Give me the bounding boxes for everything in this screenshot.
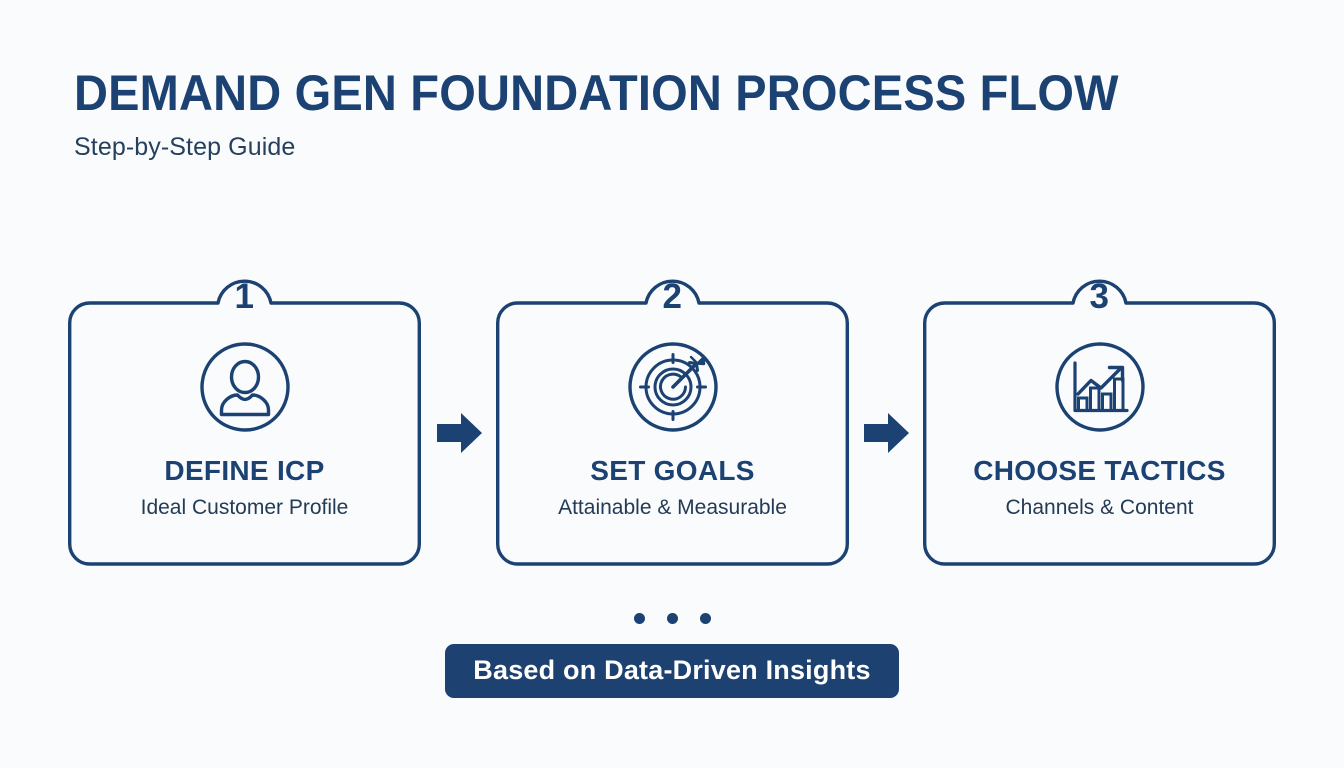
page-header: DEMAND GEN FOUNDATION PROCESS FLOW Step-… <box>74 68 1224 162</box>
dot-icon <box>633 613 645 624</box>
footer-banner-wrap: Based on Data-Driven Insights <box>0 644 1344 699</box>
process-flow: 1 DEFINE ICP Ideal Customer Profile 2 <box>0 279 1344 585</box>
step-subtitle: Attainable & Measurable <box>558 496 787 519</box>
flow-connector-2 <box>864 412 910 454</box>
step-card-3[interactable]: 3 CHOOSE TACTICS Channels & Content <box>923 279 1276 566</box>
step-number-badge: 2 <box>662 277 683 316</box>
person-icon <box>199 341 291 433</box>
step-title: DEFINE ICP <box>164 455 325 486</box>
step-card-1[interactable]: 1 DEFINE ICP Ideal Customer Profile <box>68 279 421 566</box>
arrow-right-icon <box>437 413 482 453</box>
step-subtitle: Channels & Content <box>1005 496 1194 519</box>
step-number-badge: 1 <box>234 277 255 316</box>
step-card-outline <box>923 279 1276 566</box>
step-card-outline <box>496 279 849 566</box>
flow-connector-1 <box>437 412 483 454</box>
step-title: CHOOSE TACTICS <box>973 455 1226 486</box>
footer-banner: Based on Data-Driven Insights <box>445 644 899 699</box>
target-icon <box>627 341 719 433</box>
step-subtitle: Ideal Customer Profile <box>140 496 349 519</box>
step-card-2[interactable]: 2 SET GOALS Attainable & Measurabl <box>496 279 849 566</box>
page-title: DEMAND GEN FOUNDATION PROCESS FLOW <box>74 65 1119 121</box>
bar-chart-growth-icon <box>1054 341 1146 433</box>
arrow-right-icon <box>864 413 909 453</box>
dot-icon <box>666 613 678 624</box>
decorative-dots <box>0 613 1344 624</box>
step-card-outline <box>68 279 421 566</box>
page-subtitle: Step-by-Step Guide <box>74 133 296 161</box>
step-number-badge: 3 <box>1089 277 1110 316</box>
dot-icon <box>699 613 711 624</box>
step-title: SET GOALS <box>590 455 755 486</box>
